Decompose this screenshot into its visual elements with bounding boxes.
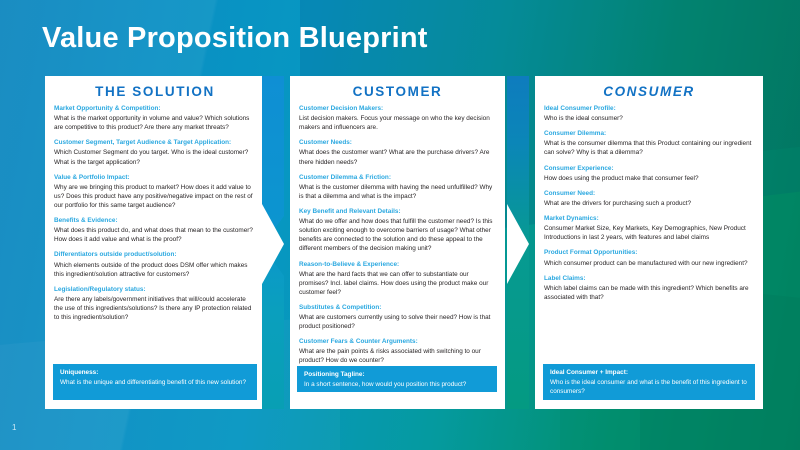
block-title: Consumer Experience: [544, 164, 614, 172]
content-block: Market Dynamics: Consumer Market Size, K… [544, 215, 754, 242]
block-title: Consumer Dilemma: [544, 130, 607, 138]
content-block: Consumer Dilemma: What is the consumer d… [544, 130, 754, 157]
page-title: Value Proposition Blueprint [42, 22, 428, 54]
panel-customer: CUSTOMER Customer Decision Makers: List … [290, 76, 505, 409]
block-text: Consumer Market Size, Key Markets, Key D… [544, 225, 746, 242]
content-block: Customer Dilemma & Friction: What is the… [299, 174, 496, 201]
callout-positioning-tagline: Positioning Tagline: In a short sentence… [297, 366, 497, 392]
block-title: Key Benefit and Relevant Details: [299, 207, 401, 215]
panel-heading-consumer: CONSUMER [603, 84, 695, 99]
block-title: Product Format Opportunities: [544, 249, 638, 257]
callout-title: Uniqueness: [60, 369, 99, 376]
content-block: Product Format Opportunities: Which cons… [544, 249, 754, 267]
block-title: Benefits & Evidence: [54, 217, 118, 225]
block-title: Customer Segment, Target Audience & Targ… [54, 139, 232, 147]
block-title: Legislation/Regulatory status: [54, 285, 146, 293]
block-text: Which consumer product can be manufactur… [544, 259, 748, 267]
content-block: Customer Decision Makers: List decision … [299, 105, 496, 132]
block-title: Substitutes & Competition: [299, 303, 382, 311]
panel-heading-the-solution: THE SOLUTION [95, 84, 215, 99]
content-block: Value & Portfolio Impact: Why are we bri… [54, 174, 256, 210]
callout-text: In a short sentence, how would you posit… [304, 380, 467, 388]
panel-body-customer: Customer Decision Makers: List decision … [290, 105, 505, 366]
content-block: Differentiators outside product/solution… [54, 251, 256, 278]
block-text: What is the consumer dilemma that this P… [544, 140, 752, 157]
block-text: Which Customer Segment do you target. Wh… [54, 149, 249, 166]
block-title: Market Opportunity & Competition: [54, 105, 161, 112]
block-text: What do we offer and how does that fulfi… [299, 218, 493, 253]
panel-heading-customer: CUSTOMER [352, 84, 443, 99]
block-title: Ideal Consumer Profile: [544, 105, 616, 112]
block-text: Which elements outside of the product do… [54, 261, 248, 278]
block-title: Customer Decision Makers: [299, 105, 384, 112]
block-title: Label Claims: [544, 274, 586, 282]
block-text: What is the market opportunity in volume… [54, 115, 250, 132]
content-block: Consumer Experience: How does using the … [544, 165, 754, 183]
content-block: Label Claims: Which label claims can be … [544, 275, 754, 302]
block-text: Who is the ideal consumer? [544, 115, 623, 123]
callout-title: Ideal Consumer + Impact: [550, 369, 628, 376]
block-text: What are customers currently using to so… [299, 314, 491, 331]
panel-the-solution: THE SOLUTION Market Opportunity & Compet… [45, 76, 265, 409]
block-text: How does using the product make that con… [544, 174, 699, 182]
block-text: What are the pain points & risks associa… [299, 348, 481, 365]
callout-uniqueness: Uniqueness: What is the unique and diffe… [53, 364, 257, 400]
callout-title: Positioning Tagline: [304, 371, 365, 378]
block-text: What does the customer want? What are th… [299, 149, 490, 166]
block-title: Differentiators outside product/solution… [54, 251, 177, 259]
block-text: What are the drivers for purchasing such… [544, 199, 692, 207]
panel-consumer: CONSUMER Ideal Consumer Profile: Who is … [535, 76, 763, 409]
block-text: What is the customer dilemma with having… [299, 183, 493, 200]
block-text: What are the hard facts that we can offe… [299, 270, 489, 296]
panel-body-the-solution: Market Opportunity & Competition: What i… [45, 105, 265, 322]
block-title: Customer Fears & Counter Arguments: [299, 338, 418, 346]
block-title: Consumer Need: [544, 189, 596, 197]
block-title: Customer Dilemma & Friction: [299, 173, 391, 181]
block-text: Which label claims can be made with this… [544, 284, 749, 301]
block-title: Market Dynamics: [544, 215, 599, 223]
content-block: Market Opportunity & Competition: What i… [54, 105, 256, 132]
content-block: Substitutes & Competition: What are cust… [299, 304, 496, 331]
arrow-right-icon-customer-to-consumer [507, 76, 529, 409]
content-block: Consumer Need: What are the drivers for … [544, 190, 754, 208]
block-text: Why are we bringing this product to mark… [54, 183, 253, 209]
content-block: Customer Segment, Target Audience & Targ… [54, 139, 256, 166]
block-text: List decision makers. Focus your message… [299, 115, 490, 132]
block-title: Customer Needs: [299, 139, 352, 147]
content-block: Key Benefit and Relevant Details: What d… [299, 208, 496, 254]
content-block: Benefits & Evidence: What does this prod… [54, 217, 256, 244]
block-title: Reason-to-Believe & Experience: [299, 260, 400, 268]
callout-text: What is the unique and differentiating b… [60, 378, 247, 386]
page-number: 1 [12, 423, 17, 432]
callout-text: Who is the ideal consumer and what is th… [550, 378, 747, 395]
content-block: Customer Fears & Counter Arguments: What… [299, 338, 496, 365]
block-text: What does this product do, and what does… [54, 227, 253, 244]
block-text: Are there any labels/government initiati… [54, 295, 252, 322]
content-block: Customer Needs: What does the customer w… [299, 139, 496, 166]
panel-body-consumer: Ideal Consumer Profile: Who is the ideal… [535, 105, 763, 302]
arrow-right-icon-solution-to-customer [262, 76, 284, 409]
content-block: Reason-to-Believe & Experience: What are… [299, 261, 496, 297]
callout-ideal-consumer-impact: Ideal Consumer + Impact: Who is the idea… [543, 364, 755, 400]
content-block: Ideal Consumer Profile: Who is the ideal… [544, 105, 754, 123]
content-block: Legislation/Regulatory status: Are there… [54, 286, 256, 322]
block-title: Value & Portfolio Impact: [54, 173, 130, 181]
